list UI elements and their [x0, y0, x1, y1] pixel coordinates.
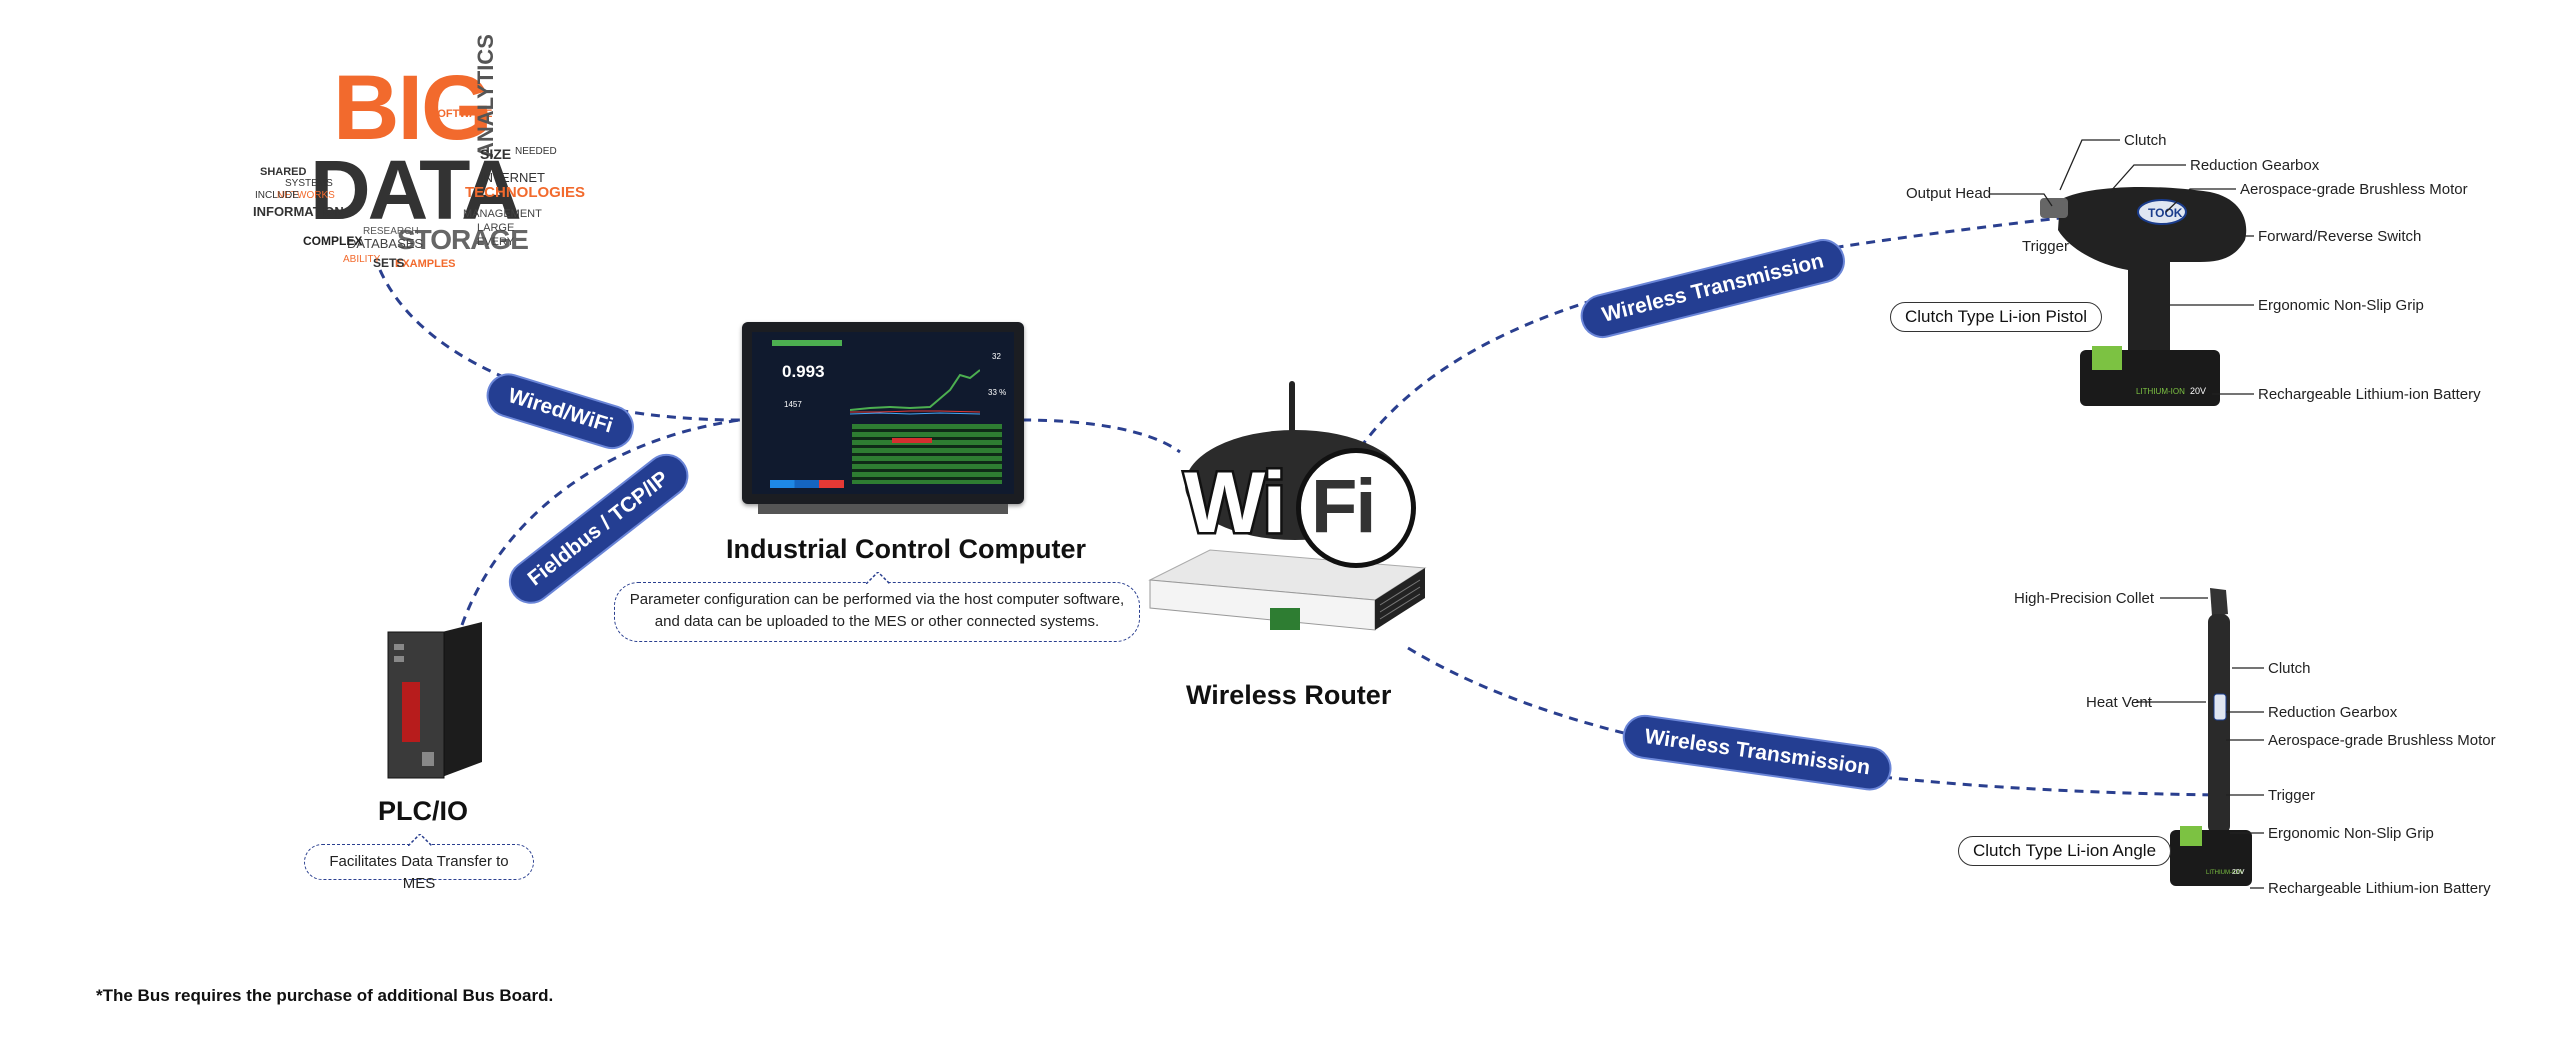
word-research: RESEARCH: [363, 226, 419, 237]
pistol-label-gearbox: Reduction Gearbox: [2190, 157, 2320, 174]
word-every: EVERY: [477, 236, 515, 248]
angle-label-collet: High-Precision Collet: [2014, 590, 2155, 607]
monitor-screen: 0.993 1457 32 33 %: [752, 332, 1014, 494]
line-bigdata-computer: [378, 269, 741, 422]
screen-topbar: [772, 340, 842, 346]
line-computer-router: [1021, 418, 1181, 454]
angle-label-battery: Rechargeable Lithium-ion Battery: [2268, 880, 2491, 897]
router-vents: [1379, 579, 1421, 620]
wifi-logo: Wi Fi: [1166, 448, 1416, 568]
angle-battery-label: LITHIUM-ION: [2206, 870, 2243, 876]
word-ability: ABILITY: [343, 254, 381, 265]
plc-note-pointer: [408, 834, 432, 846]
plc-terminal: [402, 682, 420, 742]
screen-buttons: [770, 480, 844, 488]
word-include: INCLUDE: [255, 190, 299, 201]
pistol-battery-accent: [2092, 346, 2122, 370]
pistol-name-bubble: Clutch Type Li-ion Pistol: [1890, 302, 2103, 332]
pistol-label-trigger: Trigger: [2022, 238, 2069, 255]
monitor-bezel: 0.993 1457 32 33 %: [742, 322, 1024, 504]
word-needed: NEEDED: [515, 146, 557, 157]
plc-title: PLC/IO: [378, 796, 469, 826]
line-plc-computer: [460, 418, 741, 626]
word-internet: INTERNET: [480, 170, 545, 185]
computer-note-line-1: Parameter configuration can be performed…: [629, 591, 1125, 608]
wifi-fi-text: Fi: [1311, 464, 1377, 549]
screen-table: [852, 424, 1002, 484]
screen-value: 0.993: [782, 362, 825, 381]
word-large: LARGE: [477, 222, 515, 234]
angle-name-bubble: Clutch Type Li-ion Angle: [1958, 836, 2172, 866]
pistol-label-battery: Rechargeable Lithium-ion Battery: [2258, 386, 2481, 403]
pistol-label-clutch: Clutch: [2124, 132, 2167, 149]
pistol-brand-plate: [2137, 199, 2187, 225]
computer-note-line-2: and data can be uploaded to the MES or o…: [654, 613, 1100, 630]
word-databases: DATABASES: [347, 236, 424, 251]
screen-small-3: 33 %: [988, 388, 1007, 397]
angle-tool-illustration: LITHIUM-ION 20V: [2170, 588, 2252, 886]
router-title: Wireless Router: [1186, 680, 1392, 710]
angle-label-trigger: Trigger: [2268, 787, 2315, 804]
pistol-voltage-label: 20V: [2190, 386, 2206, 396]
angle-label-clutch: Clutch: [2268, 660, 2311, 677]
angle-label-gearbox: Reduction Gearbox: [2268, 704, 2398, 721]
bigdata-data-word: DATA: [310, 143, 522, 237]
wifi-wi-text: Wi: [1181, 453, 1288, 554]
wifi-fi-badge: Fi: [1296, 448, 1416, 568]
router-led-panel: [1270, 608, 1300, 630]
screen-small-1: 1457: [784, 400, 802, 409]
angle-plate: [2213, 693, 2227, 721]
word-technologies: TECHNOLOGIES: [465, 184, 586, 201]
bigdata-big-word: BIG: [333, 57, 493, 159]
pistol-label-motor: Aerospace-grade Brushless Motor: [2240, 181, 2468, 198]
pistol-label-grip: Ergonomic Non-Slip Grip: [2258, 297, 2424, 314]
footer-note: *The Bus requires the purchase of additi…: [96, 986, 554, 1005]
pistol-battery-label: LITHIUM-ION: [2136, 387, 2185, 396]
pistol-output-head: [2040, 198, 2068, 218]
screen-graph: [850, 369, 980, 415]
plc-ports: [394, 644, 434, 766]
angle-battery-accent: [2180, 826, 2202, 846]
screen-small-2: 32: [992, 352, 1001, 361]
word-shared: SHARED: [260, 166, 307, 178]
angle-voltage-label: 20V: [2232, 869, 2245, 876]
word-complex: COMPLEX: [303, 234, 363, 248]
word-management: MANAGEMENT: [463, 208, 542, 220]
screen-table-red-row: [892, 438, 932, 443]
industrial-computer: 0.993 1457 32 33 %: [742, 322, 1024, 522]
word-software: SOFTWARE: [430, 108, 493, 120]
pistol-label-switch: Forward/Reverse Switch: [2258, 228, 2422, 245]
plc-illustration: [387, 622, 482, 779]
word-size: SIZE: [480, 146, 512, 162]
angle-body: [2208, 614, 2230, 834]
word-information: INFORMATION: [253, 204, 344, 219]
bigdata-wordcloud: BIG DATA SOFTWARE ANALYTICS SIZE NEEDED …: [215, 34, 585, 282]
line-router-angle: [1407, 646, 2219, 797]
computer-note: Parameter configuration can be performed…: [614, 582, 1140, 642]
word-networks: NETWORKS: [277, 190, 335, 201]
pistol-illustration: TOOK LITHIUM-ION 20V: [2040, 186, 2247, 406]
angle-label-heat-vent: Heat Vent: [2086, 694, 2152, 711]
angle-label-grip: Ergonomic Non-Slip Grip: [2268, 825, 2434, 842]
pistol-label-output-head: Output Head: [1906, 185, 1992, 202]
angle-collet: [2210, 588, 2228, 616]
word-examples: EXAMPLES: [395, 258, 456, 270]
pistol-body: [2058, 186, 2247, 360]
pistol-brand-text: TOOK: [2148, 206, 2183, 220]
word-sets: SETS: [373, 256, 405, 270]
plc-side: [442, 622, 482, 777]
plc-note: Facilitates Data Transfer to MES: [304, 844, 534, 892]
computer-title: Industrial Control Computer: [726, 534, 1086, 564]
angle-label-motor: Aerospace-grade Brushless Motor: [2268, 732, 2496, 749]
word-storage: STORAGE: [397, 224, 529, 255]
word-systems: SYSTEMS: [285, 178, 333, 189]
monitor-base: [758, 504, 1008, 514]
computer-note-pointer: [866, 572, 890, 584]
